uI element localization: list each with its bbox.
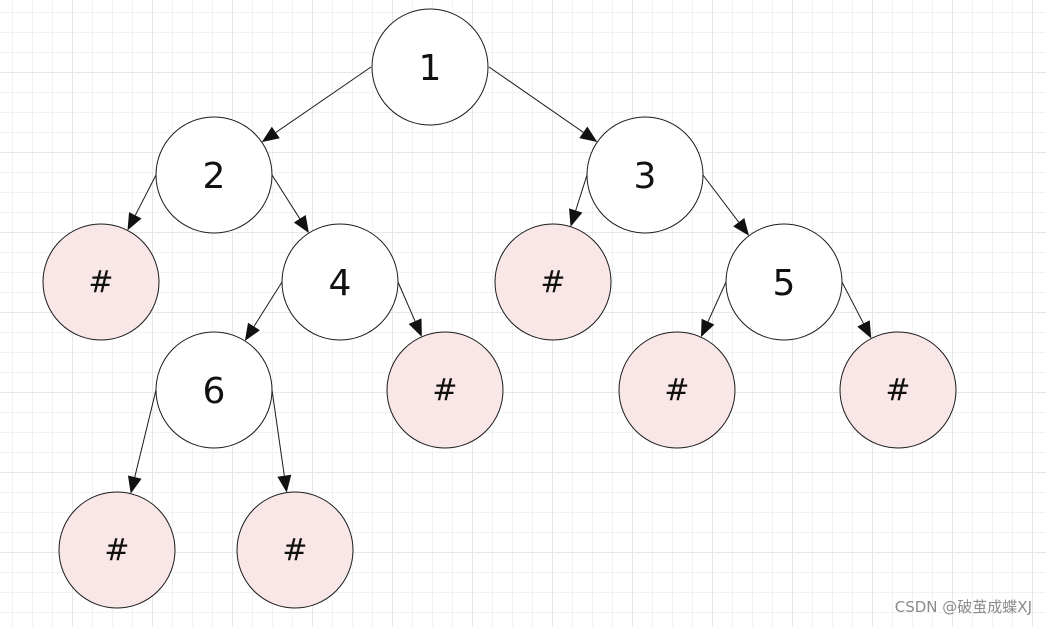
node-circle — [281, 223, 399, 341]
tree-node-6: 6 — [155, 331, 273, 449]
arrowhead-icon — [408, 318, 422, 337]
null-node: # — [386, 331, 504, 449]
null-node-label: # — [885, 373, 910, 408]
edge-n5-h5r — [841, 281, 872, 339]
edge-n2-h2l — [127, 174, 157, 231]
tree-node-5: 5 — [725, 223, 843, 341]
edge-n3-n5 — [702, 174, 749, 236]
node-label: 4 — [329, 263, 352, 304]
null-node: # — [494, 223, 612, 341]
null-node-label: # — [104, 533, 129, 568]
null-node-circle — [494, 223, 612, 341]
null-node-circle — [618, 331, 736, 449]
edge-line — [488, 66, 584, 133]
edge-line — [702, 174, 740, 223]
node-circle — [725, 223, 843, 341]
null-node-circle — [839, 331, 957, 449]
node-label: 2 — [203, 156, 226, 197]
edge-n4-h4r — [397, 281, 422, 337]
tree-node-4: 4 — [281, 223, 399, 341]
edge-n6-h6l — [127, 389, 157, 494]
arrowhead-icon — [569, 208, 583, 227]
node-circle — [371, 8, 489, 126]
arrowhead-icon — [277, 474, 292, 493]
arrowhead-icon — [857, 320, 872, 339]
edge-n5-h5l — [700, 281, 727, 338]
node-label: 5 — [773, 263, 796, 304]
edges-layer — [127, 66, 872, 494]
edge-line — [275, 66, 372, 133]
arrowhead-icon — [127, 212, 142, 231]
edge-n3-h3l — [569, 174, 588, 227]
null-node-label: # — [664, 373, 689, 408]
null-node: # — [42, 223, 160, 341]
null-node-label: # — [282, 533, 307, 568]
null-node-circle — [42, 223, 160, 341]
edge-n4-n6 — [244, 281, 283, 341]
null-node: # — [618, 331, 736, 449]
arrowhead-icon — [579, 126, 598, 142]
arrowhead-icon — [244, 322, 260, 341]
tree-node-3: 3 — [586, 116, 704, 234]
arrowhead-icon — [733, 217, 749, 236]
arrowhead-icon — [127, 475, 142, 494]
edge-line — [271, 389, 285, 476]
edge-line — [575, 174, 588, 211]
null-node: # — [58, 491, 176, 609]
edge-n1-n3 — [488, 66, 598, 142]
null-node-circle — [58, 491, 176, 609]
arrowhead-icon — [293, 214, 309, 234]
edge-line — [271, 174, 301, 219]
tree-node-1: 1 — [371, 8, 489, 126]
edge-line — [397, 281, 416, 322]
edge-line — [134, 174, 157, 216]
node-circle — [155, 116, 273, 234]
null-node: # — [839, 331, 957, 449]
null-node-label: # — [540, 265, 565, 300]
arrowhead-icon — [700, 318, 715, 338]
node-label: 3 — [634, 156, 657, 197]
edge-line — [841, 281, 864, 324]
null-node-label: # — [432, 373, 457, 408]
node-label: 1 — [419, 48, 442, 89]
node-circle — [155, 331, 273, 449]
null-node-label: # — [88, 265, 113, 300]
null-node-circle — [236, 491, 354, 609]
edge-n6-h6r — [271, 389, 292, 493]
node-label: 6 — [203, 371, 226, 412]
null-node: # — [236, 491, 354, 609]
edge-line — [134, 389, 157, 478]
node-circle — [586, 116, 704, 234]
edge-line — [707, 281, 727, 322]
edge-n2-n4 — [271, 174, 309, 234]
arrowhead-icon — [261, 126, 280, 143]
null-node-circle — [386, 331, 504, 449]
nodes-layer: 1 2 3 #4 #5 6 # # # # # — [42, 8, 957, 609]
tree-node-2: 2 — [155, 116, 273, 234]
edge-n1-n2 — [261, 66, 372, 143]
edge-line — [253, 281, 283, 327]
watermark: CSDN @破茧成蝶XJ — [894, 598, 1032, 616]
